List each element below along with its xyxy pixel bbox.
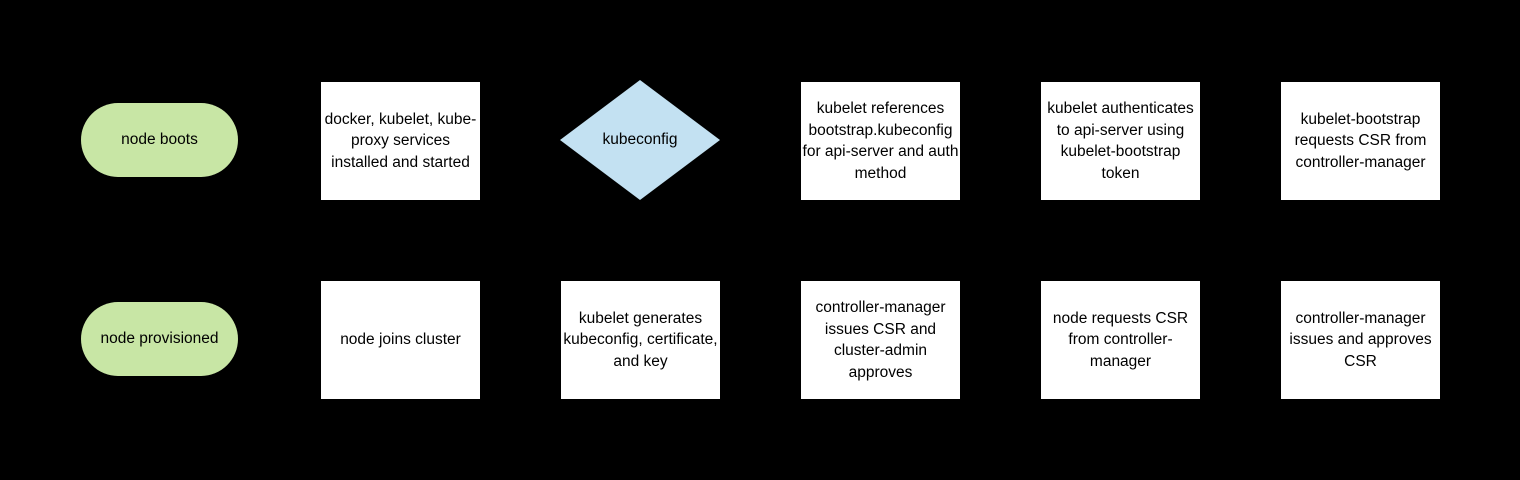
flow-node-docker-kubelet-kube-proxy-services[interactable]: docker, kubelet, kube-proxy services ins… xyxy=(321,82,480,200)
flow-node-label: docker, kubelet, kube-proxy services ins… xyxy=(324,110,477,171)
flow-node-label: kubeconfig xyxy=(602,131,678,149)
flow-node-kubelet-generates-kubeconfig-certificate-key[interactable]: kubelet generates kubeconfig, certificat… xyxy=(561,281,720,399)
flow-node-controller-manager-issues-and-approves-csr[interactable]: controller-manager issues and approves C… xyxy=(1281,281,1440,399)
flow-node-label: kubelet authenticates to api-server usin… xyxy=(1047,100,1194,182)
flow-node-label: kubelet generates kubeconfig, certificat… xyxy=(563,309,718,370)
flow-node-node-requests-csr-from-controller-manager[interactable]: node requests CSR from controller-manage… xyxy=(1041,281,1200,399)
flow-node-label: node boots xyxy=(121,131,198,149)
flow-node-node-boots[interactable]: node boots xyxy=(81,103,238,177)
flow-node-kubelet-bootstrap-requests-csr[interactable]: kubelet-bootstrap requests CSR from cont… xyxy=(1281,82,1440,200)
flow-node-node-joins-cluster[interactable]: node joins cluster xyxy=(321,281,480,399)
flow-node-kubelet-authenticates-to-api-server[interactable]: kubelet authenticates to api-server usin… xyxy=(1041,82,1200,200)
flow-node-kubelet-references-bootstrap-kubeconfig[interactable]: kubelet references bootstrap.kubeconfig … xyxy=(801,82,960,200)
flow-node-label: node requests CSR from controller-manage… xyxy=(1052,309,1189,370)
flow-node-label: kubelet references bootstrap.kubeconfig … xyxy=(802,100,959,182)
flow-node-label: kubelet-bootstrap requests CSR from cont… xyxy=(1294,110,1427,171)
flow-node-kubeconfig-decision[interactable]: kubeconfig xyxy=(560,80,720,200)
flow-node-node-provisioned[interactable]: node provisioned xyxy=(81,302,238,376)
flow-node-label: node provisioned xyxy=(100,330,219,348)
flow-node-label: node joins cluster xyxy=(340,331,461,349)
flow-node-label: controller-manager issues and approves C… xyxy=(1289,309,1432,370)
flow-node-controller-manager-issues-csr-cluster-admin-approves[interactable]: controller-manager issues CSR and cluste… xyxy=(801,281,960,399)
flow-node-label: controller-manager issues CSR and cluste… xyxy=(815,299,946,381)
